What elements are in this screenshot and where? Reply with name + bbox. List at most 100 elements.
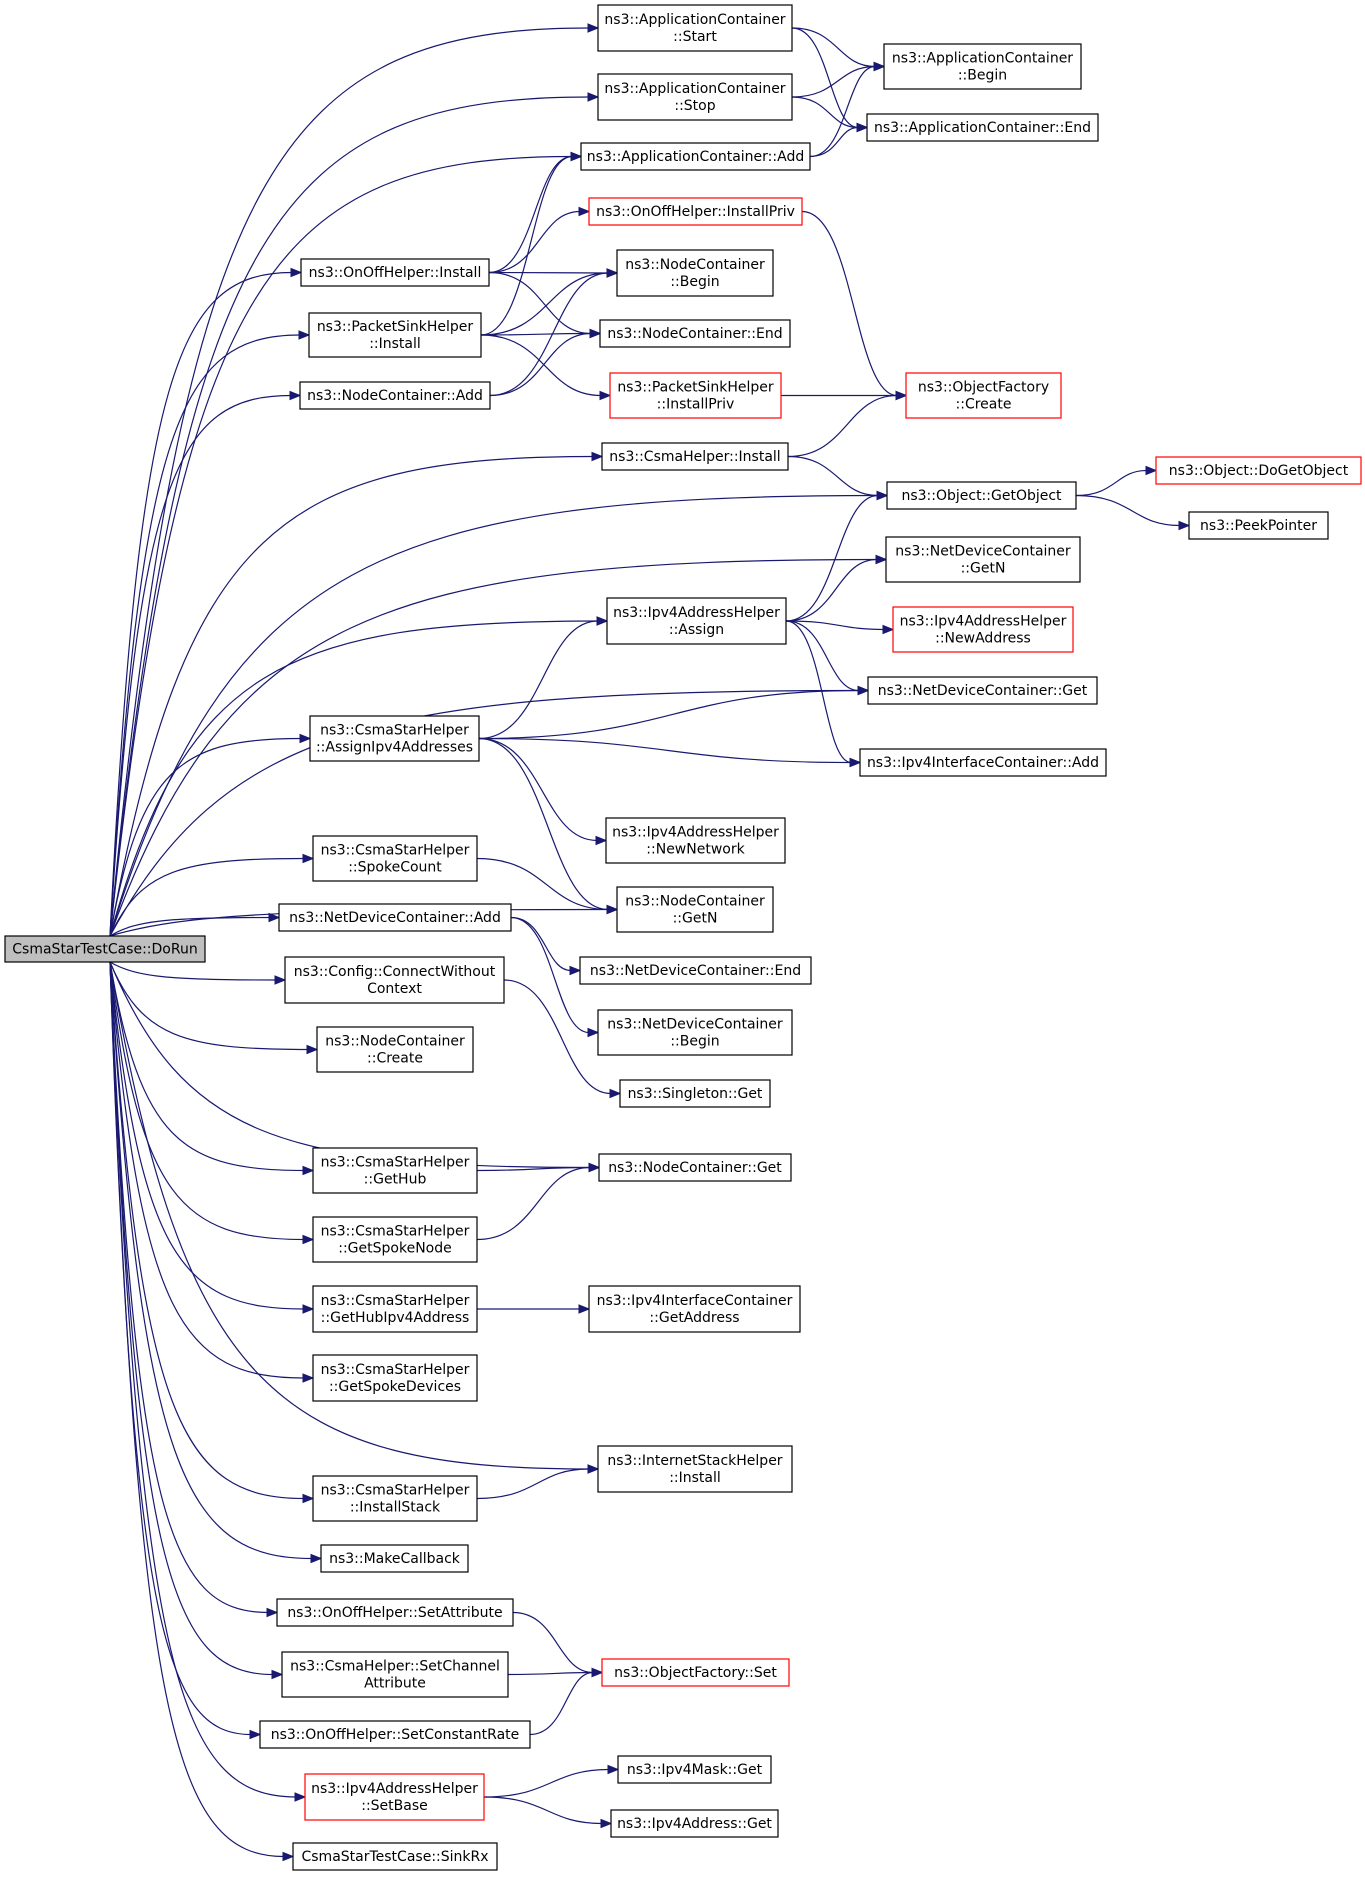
node-box	[300, 258, 490, 287]
node-ns3-netdevicecontainer-add[interactable]: ns3::NetDeviceContainer::Add	[278, 903, 512, 932]
edge-csmaInstall-to-objGet	[787, 455, 889, 501]
node-ns3-ipv4addresshelper-setbase[interactable]: ns3::Ipv4AddressHelper::SetBase	[304, 1773, 485, 1821]
node-ns3-ipv4addresshelper-newaddress[interactable]: ns3::Ipv4AddressHelper::NewAddress	[892, 606, 1074, 653]
edge-objGet-to-objDoGet	[1075, 465, 1158, 497]
node-ns3-packetsinkhelper-install[interactable]: ns3::PacketSinkHelper::Install	[308, 312, 482, 358]
node-label-line: ns3::CsmaStarHelper	[321, 1293, 470, 1309]
node-box	[867, 676, 1098, 705]
node-box	[597, 73, 793, 121]
arrowhead	[599, 390, 612, 401]
node-ns3-objectfactory-create[interactable]: ns3::ObjectFactory::Create	[905, 372, 1062, 419]
node-label-line: ns3::Object::GetObject	[901, 488, 1062, 504]
node-ns3-csmastarhelper-spokecount[interactable]: ns3::CsmaStarHelper::SpokeCount	[312, 835, 478, 882]
node-ns3-csmastarhelper-gethubipv4address[interactable]: ns3::CsmaStarHelper::GetHubIpv4Address	[312, 1285, 478, 1333]
node-label-line: ::GetHubIpv4Address	[321, 1310, 470, 1326]
node-ns3-makecallback[interactable]: ns3::MakeCallback	[320, 1544, 469, 1573]
node-ns3-singleton-get[interactable]: ns3::Singleton::Get	[619, 1079, 771, 1108]
node-ns3-onoffhelper-install[interactable]: ns3::OnOffHelper::Install	[300, 258, 490, 287]
arrowhead	[289, 390, 302, 401]
node-label-line: ns3::OnOffHelper::SetAttribute	[287, 1605, 502, 1621]
node-ns3-onoffhelper-installpriv[interactable]: ns3::OnOffHelper::InstallPriv	[588, 197, 803, 226]
node-label-line: ::Install	[369, 336, 421, 352]
arrowhead	[302, 1373, 315, 1383]
edge-ndcAdd-to-ndcBegin	[510, 916, 600, 1038]
nodes-layer: CsmaStarTestCase::DoRun ns3::ApplicationC…	[4, 4, 1362, 1871]
node-ns3-object-dogetobject[interactable]: ns3::Object::DoGetObject	[1155, 456, 1362, 485]
node-ns3-internetstackhelper-install[interactable]: ns3::InternetStackHelper::Install	[597, 1445, 793, 1493]
edge-appAdd-to-appEnd	[809, 122, 869, 158]
arrowhead	[298, 330, 311, 340]
node-ns3-csmastarhelper-gethub[interactable]: ns3::CsmaStarHelper::GetHub	[312, 1147, 478, 1194]
node-ns3-nodecontainer-end[interactable]: ns3::NodeContainer::End	[599, 319, 791, 348]
node-ns3-netdevicecontainer-end[interactable]: ns3::NetDeviceContainer::End	[579, 956, 812, 985]
node-ns3-nodecontainer-get[interactable]: ns3::NodeContainer::Get	[598, 1153, 792, 1182]
node-ns3-applicationcontainer-stop[interactable]: ns3::ApplicationContainer::Stop	[597, 73, 793, 121]
node-ns3-onoffhelper-setconstantrate[interactable]: ns3::OnOffHelper::SetConstantRate	[259, 1720, 531, 1749]
node-label-line: ns3::NetDeviceContainer	[607, 1017, 783, 1033]
node-ns3-ipv4address-get[interactable]: ns3::Ipv4Address::Get	[610, 1809, 779, 1838]
node-ns3-nodecontainer-begin[interactable]: ns3::NodeContainer::Begin	[616, 249, 774, 297]
node-label-line: ::GetN	[961, 561, 1006, 577]
node-ns3-netdevicecontainer-get[interactable]: ns3::NetDeviceContainer::Get	[867, 676, 1098, 705]
node-ns3-applicationcontainer-begin[interactable]: ns3::ApplicationContainer::Begin	[883, 43, 1082, 90]
node-ns3-netdevicecontainer-getn[interactable]: ns3::NetDeviceContainer::GetN	[885, 536, 1081, 583]
node-ns3-nodecontainer-create[interactable]: ns3::NodeContainer::Create	[316, 1026, 474, 1073]
node-box	[259, 1720, 531, 1749]
node-label-line: ::InstallPriv	[657, 397, 735, 413]
node-ns3-csmahelper-install[interactable]: ns3::CsmaHelper::Install	[601, 442, 789, 471]
node-ns3-applicationcontainer-add[interactable]: ns3::ApplicationContainer::Add	[580, 142, 811, 171]
node-label-line: ::Install	[669, 1470, 721, 1486]
node-ns3-ipv4addresshelper-assign[interactable]: ns3::Ipv4AddressHelper::Assign	[606, 597, 787, 645]
edge-line	[109, 961, 305, 1500]
edge-line	[791, 96, 859, 129]
node-label-line: ::NewAddress	[935, 631, 1031, 647]
node-ns3-objectfactory-set[interactable]: ns3::ObjectFactory::Set	[601, 1658, 790, 1687]
node-csmastartestcase-sinkrx[interactable]: CsmaStarTestCase::SinkRx	[292, 1842, 498, 1871]
edge-ipv4Assign-to-ndcGet	[785, 620, 870, 696]
edge-dorun-to-appStop	[109, 92, 600, 937]
arrowhead	[875, 554, 888, 565]
node-label-line: ns3::ApplicationContainer	[604, 81, 785, 97]
node-ns3-csmastarhelper-getspokedevices[interactable]: ns3::CsmaStarHelper::GetSpokeDevices	[312, 1354, 478, 1402]
edge-line	[109, 961, 305, 1172]
edge-line	[478, 737, 852, 764]
arrowhead	[882, 624, 895, 635]
edge-line	[489, 272, 609, 397]
node-box	[597, 1009, 793, 1056]
node-ns3-applicationcontainer-end[interactable]: ns3::ApplicationContainer::End	[866, 113, 1099, 142]
node-ns3-ipv4mask-get[interactable]: ns3::Ipv4Mask::Get	[617, 1755, 772, 1784]
node-ns3-object-getobject[interactable]: ns3::Object::GetObject	[886, 481, 1077, 510]
node-box	[601, 1658, 790, 1687]
node-ns3-applicationcontainer-start[interactable]: ns3::ApplicationContainer::Start	[597, 4, 793, 52]
node-box	[886, 481, 1077, 510]
node-label-line: ::GetSpokeNode	[338, 1241, 451, 1257]
node-ns3-csmastarhelper-getspokenode[interactable]: ns3::CsmaStarHelper::GetSpokeNode	[312, 1216, 478, 1263]
node-ns3-peekpointer[interactable]: ns3::PeekPointer	[1188, 511, 1329, 540]
edge-line	[787, 394, 898, 458]
node-ns3-ipv4interfacecontainer-add[interactable]: ns3::Ipv4InterfaceContainer::Add	[859, 748, 1107, 777]
node-ns3-netdevicecontainer-begin[interactable]: ns3::NetDeviceContainer::Begin	[597, 1009, 793, 1056]
node-ns3-ipv4addresshelper-newnetwork[interactable]: ns3::Ipv4AddressHelper::NewNetwork	[605, 817, 786, 864]
node-csmastartestcase-dorun[interactable]: CsmaStarTestCase::DoRun	[4, 935, 206, 963]
node-ns3-nodecontainer-add[interactable]: ns3::NodeContainer::Add	[299, 381, 491, 410]
node-ns3-csmastarhelper-assignipv4addresses[interactable]: ns3::CsmaStarHelper::AssignIpv4Addresses	[309, 715, 480, 762]
node-label-line: ::GetHub	[364, 1172, 427, 1188]
edge-line	[1075, 494, 1181, 527]
arrowhead	[587, 23, 600, 33]
edge-dorun-to-starInstallStack	[109, 961, 315, 1504]
node-box	[597, 1445, 793, 1493]
node-ns3-packetsinkhelper-installpriv[interactable]: ns3::PacketSinkHelper::InstallPriv	[609, 372, 782, 419]
node-ns3-nodecontainer-getn[interactable]: ns3::NodeContainer::GetN	[616, 886, 774, 933]
arrowhead	[591, 1667, 604, 1678]
node-ns3-onoffhelper-setattribute[interactable]: ns3::OnOffHelper::SetAttribute	[276, 1598, 514, 1627]
node-ns3-ipv4interfacecontainer-getaddress[interactable]: ns3::Ipv4InterfaceContainer::GetAddress	[588, 1285, 801, 1333]
edge-line	[478, 737, 609, 911]
node-label-line: ns3::InternetStackHelper	[607, 1453, 782, 1469]
node-ns3-csmastarhelper-installstack[interactable]: ns3::CsmaStarHelper::InstallStack	[312, 1475, 478, 1522]
node-label-line: ::InstallStack	[350, 1500, 441, 1516]
edge-line	[109, 27, 590, 937]
edge-line	[109, 558, 878, 937]
node-label-line: CsmaStarTestCase::DoRun	[12, 942, 197, 958]
